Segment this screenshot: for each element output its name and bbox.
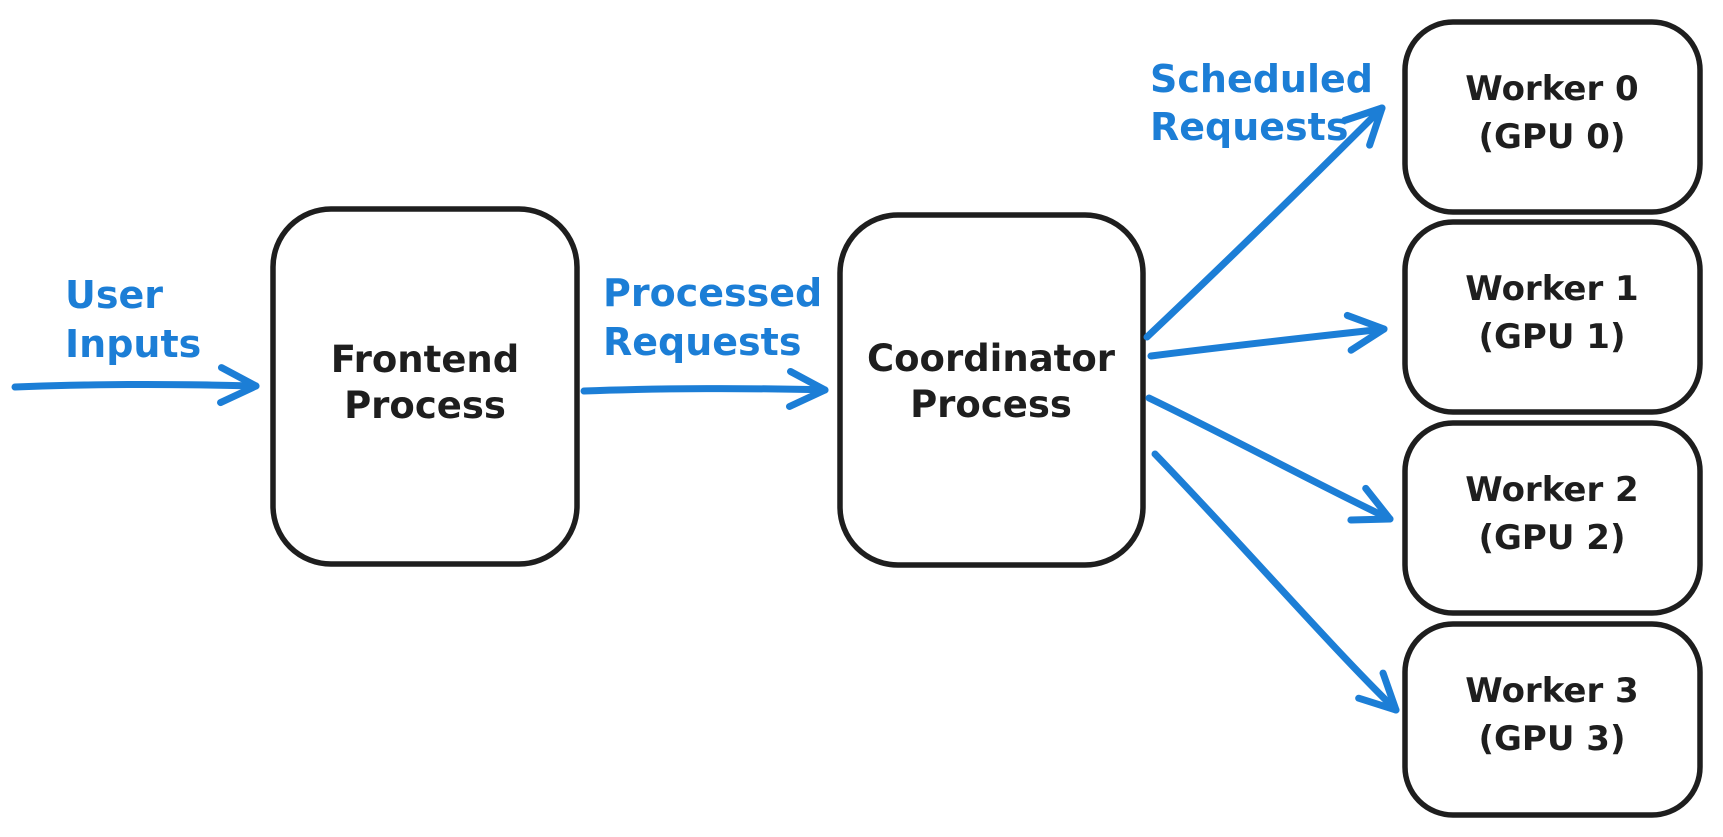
coordinator-process-label-line1: Coordinator — [867, 337, 1116, 380]
scheduled-requests-arrow-worker-0 — [1143, 104, 1386, 341]
user-inputs-label-line1: User — [65, 273, 163, 317]
coordinator-process-box — [837, 212, 1146, 568]
processed-requests-label-line2: Requests — [603, 320, 801, 364]
frontend-process-label-line1: Frontend — [331, 338, 520, 381]
worker-0-box — [1402, 19, 1703, 215]
user-inputs-label: User Inputs — [65, 273, 201, 366]
scheduled-requests-arrow-worker-2 — [1145, 394, 1394, 524]
user-inputs-arrow — [11, 364, 260, 407]
worker-3-label-line1: Worker 3 — [1465, 671, 1638, 711]
worker-1-label-line1: Worker 1 — [1465, 269, 1638, 309]
processed-requests-label: Processed Requests — [603, 271, 822, 364]
scheduled-requests-label-line1: Scheduled — [1150, 57, 1373, 101]
worker-3-label-line2: (GPU 3) — [1478, 719, 1625, 759]
worker-1-label-line2: (GPU 1) — [1478, 317, 1625, 357]
scheduled-requests-label-line2: Requests — [1150, 105, 1348, 149]
worker-0-label-line2: (GPU 0) — [1478, 117, 1625, 157]
worker-2-node: Worker 2 (GPU 2) — [1402, 420, 1703, 616]
worker-0-label-line1: Worker 0 — [1465, 69, 1638, 109]
worker-1-node: Worker 1 (GPU 1) — [1402, 219, 1703, 415]
worker-2-label-line2: (GPU 2) — [1478, 518, 1625, 558]
frontend-process-box — [270, 206, 580, 567]
scheduled-requests-label: Scheduled Requests — [1150, 57, 1373, 149]
frontend-process-node: Frontend Process — [270, 206, 580, 567]
processed-requests-label-line1: Processed — [603, 271, 822, 315]
worker-2-box — [1402, 420, 1703, 616]
worker-0-node: Worker 0 (GPU 0) — [1402, 19, 1703, 215]
scheduled-requests-arrow-worker-3 — [1151, 450, 1400, 714]
coordinator-process-label-line2: Process — [910, 383, 1072, 426]
worker-3-box — [1402, 621, 1703, 818]
frontend-process-label-line2: Process — [344, 384, 506, 427]
processed-requests-arrow — [580, 368, 829, 410]
worker-2-label-line1: Worker 2 — [1465, 470, 1638, 510]
worker-1-box — [1402, 219, 1703, 415]
worker-3-node: Worker 3 (GPU 3) — [1402, 621, 1703, 818]
scheduled-requests-arrow-worker-1 — [1147, 311, 1388, 360]
coordinator-process-node: Coordinator Process — [837, 212, 1146, 568]
user-inputs-label-line2: Inputs — [65, 322, 201, 366]
